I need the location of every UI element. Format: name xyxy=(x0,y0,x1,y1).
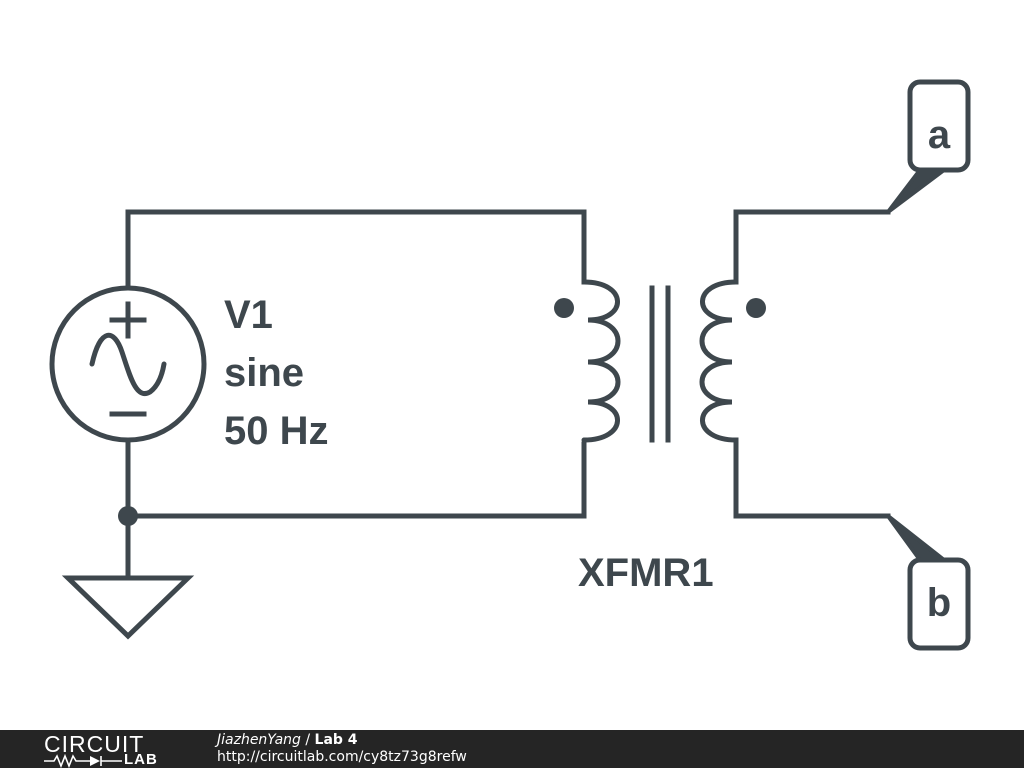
circuitlab-logo[interactable]: CIRCUIT LAB xyxy=(40,732,180,768)
transformer-xfmr1[interactable] xyxy=(554,279,766,443)
resistor-diode-icon xyxy=(44,754,122,768)
footer-text: JiazhenYang / Lab 4 http://circuitlab.co… xyxy=(217,732,467,766)
logo-bottom-text: LAB xyxy=(124,751,158,768)
footer-bar: CIRCUIT LAB JiazhenYang / Lab 4 http://c… xyxy=(0,730,1024,768)
source-type-label: sine xyxy=(224,351,304,395)
title-separator: / xyxy=(300,732,315,748)
primary-bottom-wire xyxy=(125,437,587,519)
port-a-pointer xyxy=(886,168,946,214)
port-a-box xyxy=(907,79,971,173)
author-link[interactable]: JiazhenYang xyxy=(217,732,301,748)
transformer-name-label: XFMR1 xyxy=(578,551,714,595)
secondary-polarity-dot xyxy=(746,298,766,318)
port-b[interactable]: b xyxy=(886,514,971,651)
circuit-url-link[interactable]: http://circuitlab.com/cy8tz73g8refw xyxy=(217,749,467,765)
port-b-label: b xyxy=(927,581,951,625)
primary-top-wire xyxy=(125,209,587,291)
sine-voltage-source-v1[interactable] xyxy=(49,285,207,443)
port-b-box xyxy=(907,557,971,651)
secondary-top-wire xyxy=(733,209,891,285)
footer-url-line: http://circuitlab.com/cy8tz73g8refw xyxy=(217,749,467,766)
logo-top-text: CIRCUIT xyxy=(44,731,145,757)
port-a-label: a xyxy=(928,113,951,157)
primary-winding xyxy=(581,279,621,443)
primary-polarity-dot xyxy=(554,298,574,318)
plus-sign-icon xyxy=(109,301,147,339)
source-frequency-label: 50 Hz xyxy=(224,409,329,453)
port-b-pointer xyxy=(886,514,946,562)
sine-wave-icon xyxy=(89,332,167,396)
junction-dot xyxy=(118,506,138,526)
ground-symbol xyxy=(61,575,195,640)
footer-title-line: JiazhenYang / Lab 4 xyxy=(217,732,467,749)
secondary-bottom-wire xyxy=(733,437,891,519)
transformer-core xyxy=(649,285,671,443)
secondary-winding xyxy=(699,279,739,443)
source-name-label: V1 xyxy=(224,293,273,337)
circuit-title-link[interactable]: Lab 4 xyxy=(314,732,358,748)
circuit-schematic: V1 sine 50 Hz XFMR1 a b xyxy=(49,79,971,651)
port-a[interactable]: a xyxy=(886,79,971,214)
